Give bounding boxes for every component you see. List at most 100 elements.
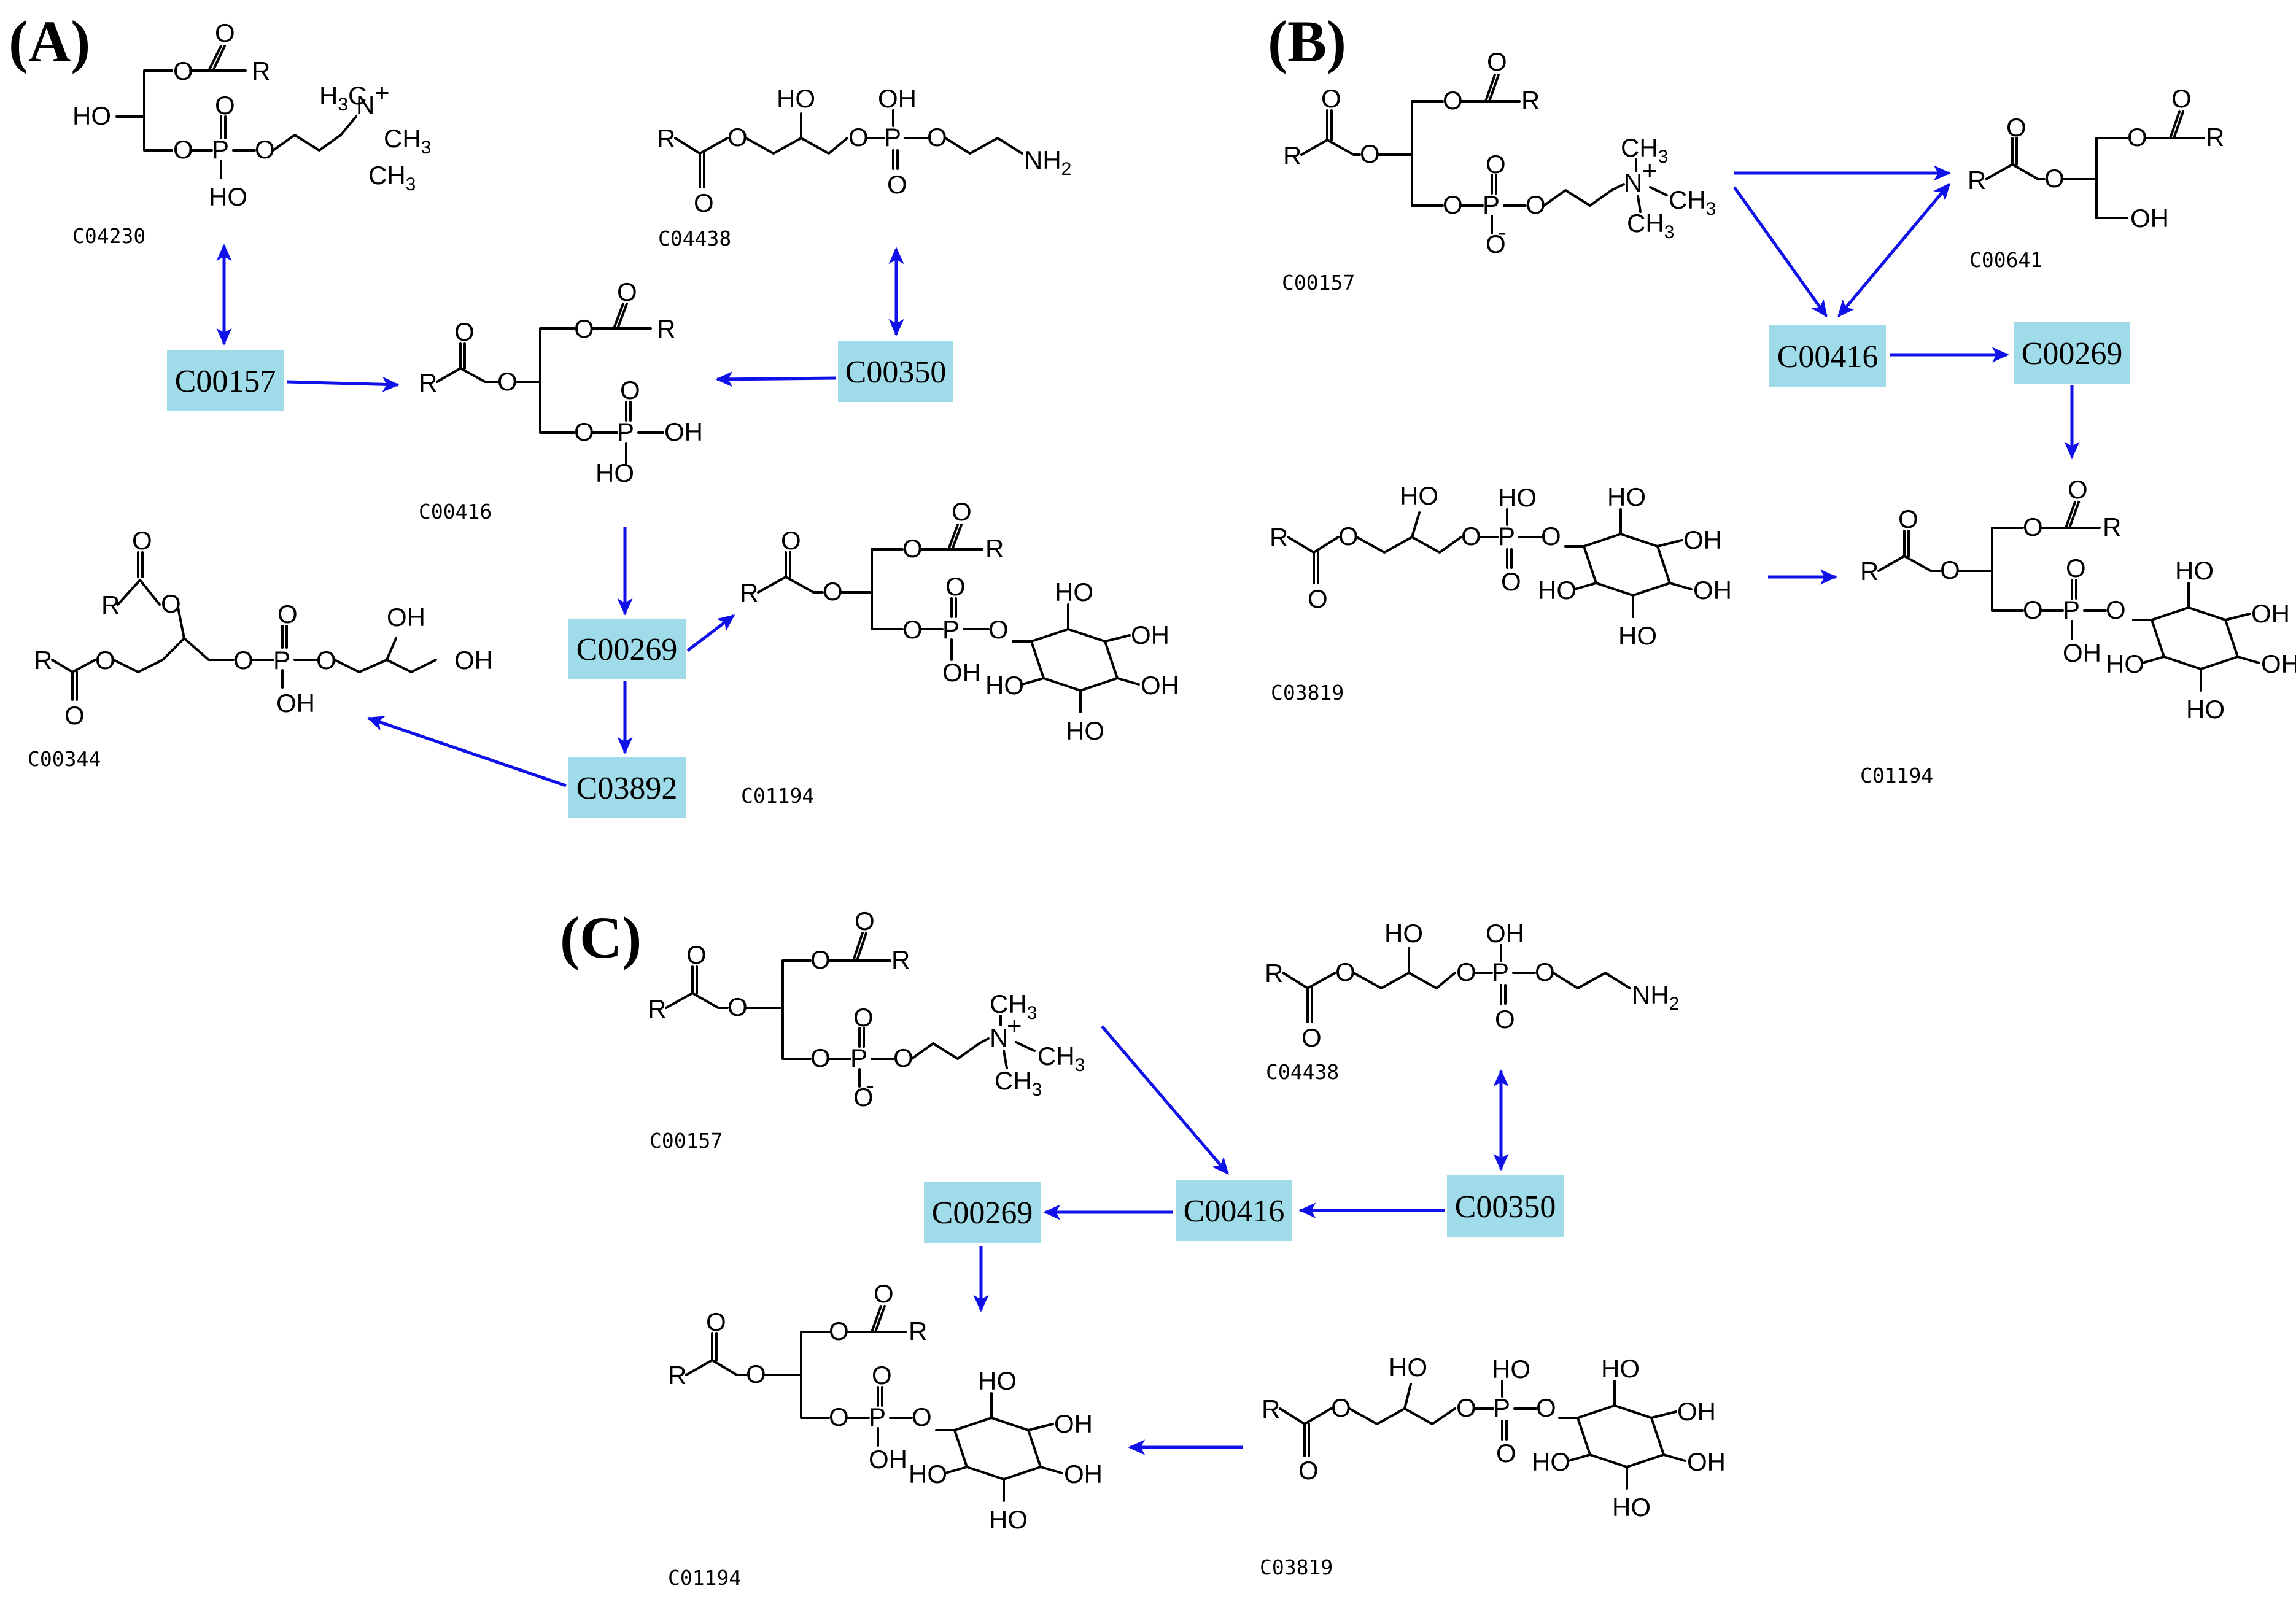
svg-text:O: O (2066, 554, 2086, 582)
panel-label-b: (B) (1268, 9, 1346, 74)
structure-c04230: HO O O R O P O HO O N + H3C CH3 CH3 (72, 18, 431, 211)
svg-text:HO: HO (72, 101, 111, 130)
svg-text:O: O (872, 1361, 892, 1390)
svg-text:O: O (853, 1083, 874, 1112)
svg-text:O: O (855, 907, 875, 935)
svg-text:P: P (1498, 522, 1515, 551)
box-c00269-c: C00269 (924, 1182, 1041, 1243)
svg-text:O: O (2068, 475, 2088, 504)
svg-text:CH3: CH3 (995, 1066, 1042, 1100)
svg-text:O: O (2023, 513, 2043, 541)
svg-text:O: O (694, 188, 714, 217)
svg-text:O: O (1940, 555, 1960, 584)
svg-text:HO: HO (1389, 1353, 1427, 1382)
svg-text:O: O (1461, 522, 1481, 551)
box-c00416-c: C00416 (1176, 1180, 1292, 1241)
svg-text:O: O (706, 1307, 726, 1336)
compound-id: C04438 (1266, 1060, 1339, 1084)
box-c00157-a: C00157 (167, 350, 284, 411)
svg-text:O: O (893, 1043, 913, 1072)
structure-c01194-a: R O O O O R O P O OH O (740, 497, 1181, 746)
svg-text:HO: HO (209, 182, 247, 211)
svg-text:O: O (497, 367, 518, 396)
structure-c01194-c: R O O O O R O P O OH O (668, 1279, 1104, 1535)
box-label: C00269 (2022, 336, 2123, 371)
structure-c04438: R O O HO O P OH O O NH2 (657, 84, 1071, 217)
svg-text:O: O (781, 526, 801, 555)
svg-text:O: O (233, 646, 254, 675)
svg-text:CH3: CH3 (1621, 133, 1668, 167)
svg-text:O: O (2006, 113, 2026, 142)
box-c00416-b: C00416 (1769, 325, 1886, 387)
svg-text:OH: OH (387, 603, 425, 632)
svg-text:HO: HO (1498, 483, 1537, 512)
svg-text:O: O (887, 170, 907, 199)
svg-text:O: O (1526, 190, 1546, 219)
structure-c00641: R O O O O R OH (1968, 84, 2224, 233)
svg-text:O: O (902, 534, 923, 563)
svg-text:P: P (1483, 190, 1500, 219)
svg-text:O: O (810, 1043, 831, 1072)
svg-text:O: O (927, 123, 947, 152)
svg-text:O: O (829, 1317, 849, 1345)
svg-text:CH3: CH3 (990, 989, 1037, 1023)
svg-text:+: + (1007, 1011, 1022, 1040)
svg-text:O: O (255, 135, 275, 164)
arrow (1732, 186, 1828, 318)
svg-text:O: O (620, 376, 640, 404)
box-c00269-a: C00269 (568, 619, 686, 679)
svg-text:O: O (277, 600, 298, 629)
svg-text:R: R (1262, 1395, 1280, 1423)
box-c00350-c: C00350 (1447, 1175, 1564, 1237)
svg-text:O: O (1301, 1023, 1322, 1052)
svg-text:O: O (617, 277, 637, 306)
svg-text:O: O (2106, 595, 2126, 624)
svg-text:O: O (1456, 958, 1476, 986)
svg-text:HO: HO (777, 84, 815, 113)
svg-text:NH2: NH2 (1024, 145, 1071, 179)
structure-c00416-a: R O O O O R O P O OH HO (419, 277, 703, 487)
compound-id: C01194 (741, 784, 814, 808)
svg-text:O: O (1456, 1393, 1476, 1422)
svg-text:O: O (810, 945, 831, 974)
compound-id: C00157 (650, 1129, 723, 1153)
svg-text:OH: OH (664, 417, 703, 446)
svg-text:-: - (1498, 217, 1507, 246)
svg-text:R: R (657, 314, 675, 343)
svg-text:O: O (132, 526, 152, 555)
panel-label-a: (A) (9, 9, 90, 74)
svg-text:R: R (740, 578, 758, 607)
svg-text:+: + (1642, 156, 1658, 185)
compound-id: C00641 (1969, 248, 2042, 272)
box-label: C00350 (1455, 1190, 1556, 1225)
panel-c: (C) R O O O O R O P O O - O N + CH3 CH3 (560, 905, 1727, 1590)
svg-text:O: O (1308, 584, 1328, 613)
svg-text:OH: OH (2130, 204, 2169, 233)
svg-text:R: R (2103, 513, 2121, 541)
svg-text:O: O (1486, 150, 1506, 179)
arrow (686, 614, 735, 652)
svg-text:P: P (869, 1403, 886, 1431)
svg-text:O: O (1495, 1005, 1515, 1034)
svg-text:O: O (1536, 1393, 1556, 1422)
svg-text:P: P (850, 1043, 867, 1072)
svg-text:P: P (884, 123, 901, 152)
svg-text:O: O (727, 993, 748, 1021)
arrow (715, 371, 837, 387)
svg-text:O: O (1496, 1439, 1516, 1468)
svg-text:O: O (686, 940, 707, 969)
svg-text:R: R (657, 124, 675, 153)
svg-text:R: R (34, 646, 52, 675)
svg-text:O: O (1541, 522, 1561, 551)
compound-id: C04230 (72, 224, 145, 248)
compound-id: C03819 (1260, 1555, 1333, 1579)
svg-text:N: N (1624, 168, 1642, 197)
svg-text:O: O (2023, 595, 2043, 624)
svg-text:R: R (1270, 523, 1288, 552)
svg-text:O: O (727, 123, 748, 152)
svg-text:O: O (853, 1003, 874, 1032)
compound-id: C03819 (1271, 681, 1344, 705)
svg-text:OH: OH (869, 1445, 907, 1474)
svg-text:R: R (2206, 123, 2224, 152)
